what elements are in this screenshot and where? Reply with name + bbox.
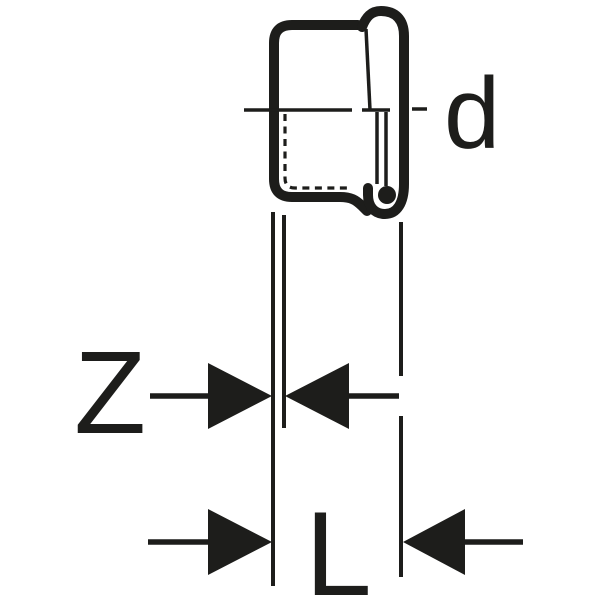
centerline <box>244 107 427 112</box>
z-label: Z <box>74 327 146 459</box>
l-label: L <box>305 487 372 600</box>
seal-ring-section <box>378 186 396 204</box>
dimension-z: Z <box>74 327 399 459</box>
d-label: d <box>444 58 500 170</box>
l-arrow-left-pointing <box>403 509 465 575</box>
inner-wall-hidden-line <box>283 114 352 190</box>
l-arrow-right-pointing <box>208 509 272 575</box>
extension-lines <box>271 212 403 586</box>
z-arrow-right-pointing <box>208 363 272 429</box>
press-cap-fitting <box>244 6 427 219</box>
z-arrow-left-pointing <box>285 363 349 429</box>
cap-body-outline <box>269 20 372 216</box>
press-bead-outline <box>357 6 409 219</box>
dimension-l: L <box>148 487 523 600</box>
bead-edge-line <box>364 28 372 111</box>
